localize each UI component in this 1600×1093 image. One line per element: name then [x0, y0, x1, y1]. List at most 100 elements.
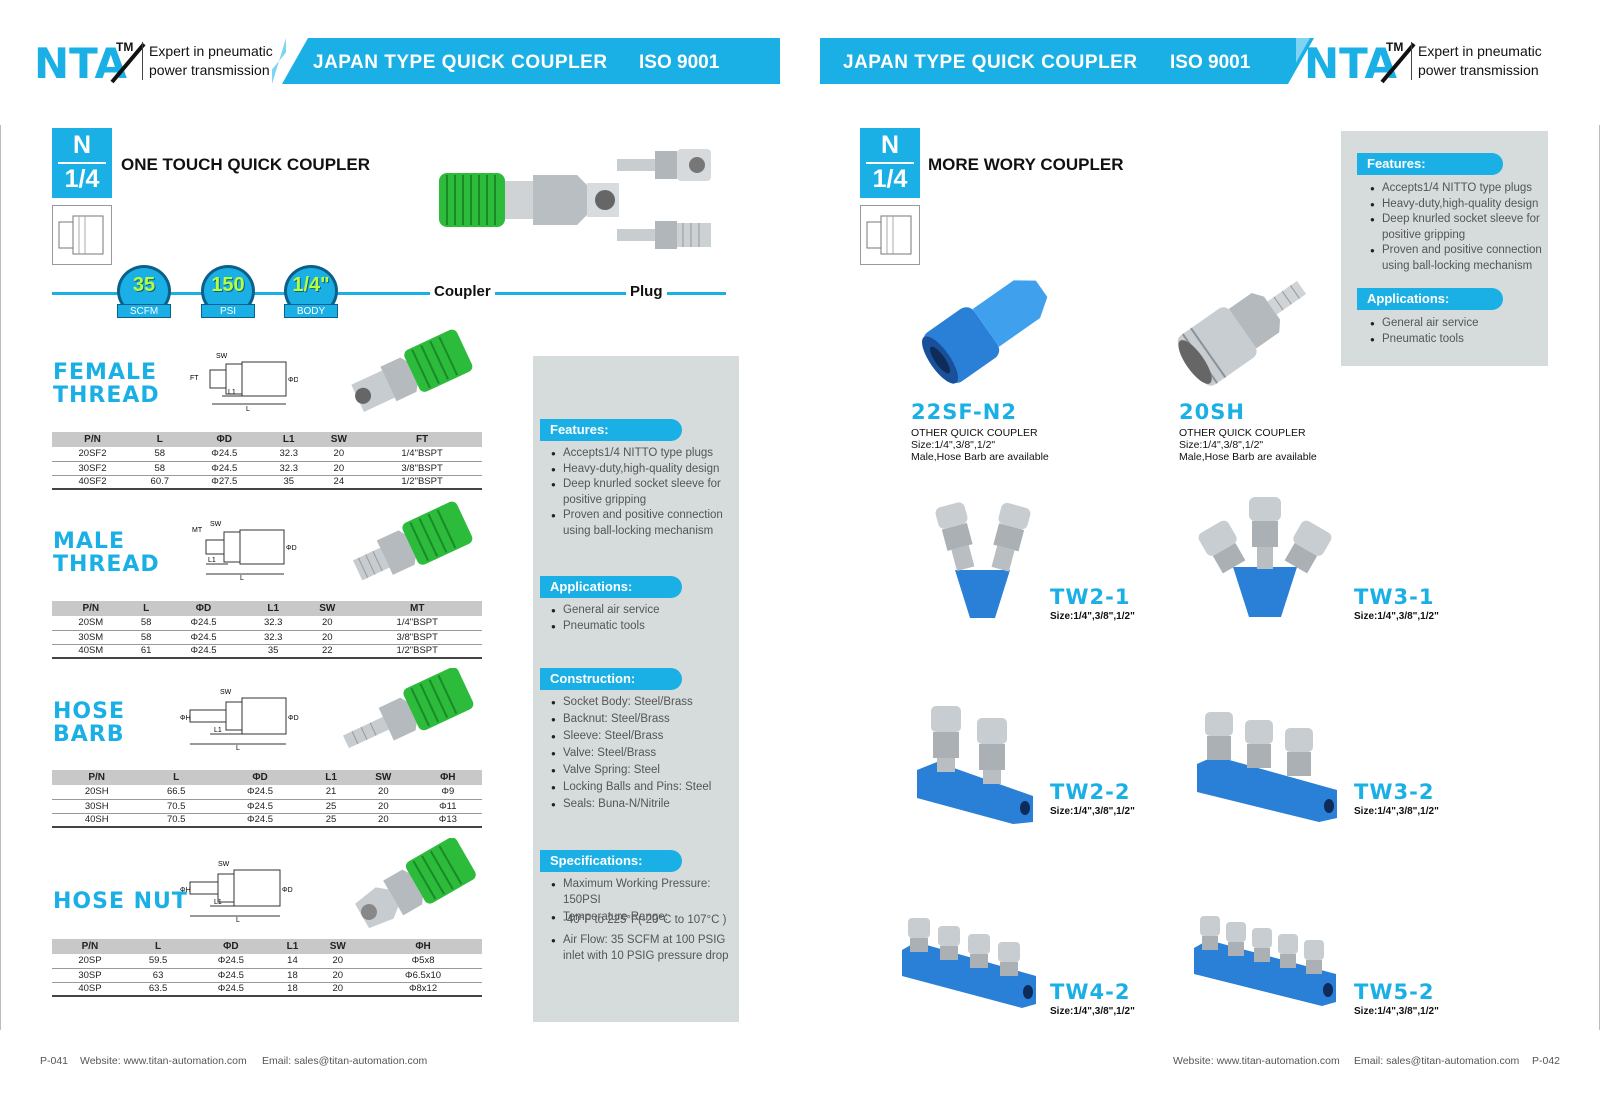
size-badge: N 1/4	[860, 128, 920, 198]
list-item: Pneumatic tools	[551, 619, 736, 635]
column-header: MT	[352, 601, 482, 616]
product-size-tw3-2: Size:1/4",3/8",1/2"	[1354, 806, 1439, 817]
manifold-tw2-1-image	[935, 502, 1031, 618]
cell: 40SF2	[52, 475, 134, 490]
column-header: L	[141, 770, 211, 785]
dim-label: SW	[218, 861, 230, 868]
column-header: ΦD	[186, 432, 262, 447]
cell: Φ6.5x10	[364, 968, 482, 983]
tagline: Expert in pneumatic power transmission	[1418, 42, 1542, 80]
cell: 20	[302, 616, 353, 631]
plug-image	[617, 149, 711, 181]
list-item: Valve: Steel/Brass	[551, 746, 736, 762]
dimension-drawing: SW ΦH ΦD L1 L	[180, 689, 299, 750]
applications-heading: Applications:	[540, 576, 682, 598]
list-item: Valve Spring: Steel	[551, 763, 736, 779]
cell: Φ24.5	[162, 630, 245, 645]
column-header: ΦD	[162, 601, 245, 616]
cell: 30SF2	[52, 461, 134, 476]
list-item: Deep knurled socket sleeve for positive …	[551, 477, 736, 508]
badge-size: 1/4	[866, 162, 914, 194]
construction-heading: Construction:	[540, 668, 682, 690]
cell: 20	[311, 968, 365, 983]
dim-label: L1	[208, 557, 216, 564]
cell: 22	[302, 644, 353, 659]
coupler-thumbnail	[52, 205, 112, 265]
footer-website[interactable]: Website: www.titan-automation.com	[1173, 1055, 1340, 1067]
column-header: P/N	[52, 601, 130, 616]
column-header: ΦD	[188, 939, 274, 954]
cell: 20SM	[52, 616, 130, 631]
tagline-line1: Expert in pneumatic	[149, 43, 273, 59]
header-band-left	[282, 38, 780, 84]
cell: 20SH	[52, 785, 142, 800]
column-header: ΦH	[364, 939, 482, 954]
cell: Φ24.5	[186, 447, 262, 462]
product-desc-line: OTHER QUICK COUPLER	[911, 427, 1038, 439]
logo-divider	[142, 42, 143, 80]
coupler-20sh-image	[1177, 280, 1307, 386]
cell: 59.5	[127, 954, 189, 969]
cell: 58	[129, 616, 163, 631]
header-band-right	[820, 38, 1314, 84]
cell: 40SM	[52, 644, 130, 659]
product-code-tw3-1: TW3-1	[1354, 585, 1435, 609]
product-desc-22sf-n2: OTHER QUICK COUPLER Size:1/4",3/8",1/2" …	[911, 427, 1049, 463]
list-item: General air service	[1370, 316, 1545, 332]
dim-label: SW	[220, 689, 232, 696]
list-item: Proven and positive connection using bal…	[551, 508, 736, 539]
cell: 20SF2	[52, 447, 134, 462]
manifold-tw3-1-image	[1198, 497, 1332, 617]
rail-label-plug: Plug	[626, 283, 667, 300]
cell: 63	[127, 968, 189, 983]
list-item: Heavy-duty,high-quality design	[551, 462, 736, 478]
column-header: L1	[273, 939, 312, 954]
footer-email[interactable]: Email: sales@titan-automation.com	[1354, 1055, 1520, 1067]
column-header: ΦH	[413, 770, 482, 785]
variant-title-hose-nut: HOSE NUT	[53, 890, 188, 913]
dim-label: FT	[190, 375, 199, 382]
cell: 3/8"BSPT	[362, 461, 482, 476]
product-desc-line: Male,Hose Barb are available	[911, 451, 1049, 463]
cell: 25	[309, 813, 354, 828]
dim-label: ΦD	[288, 715, 299, 722]
logo-text: NTA	[34, 40, 128, 84]
cell: 1/4"BSPT	[362, 447, 482, 462]
list-item: Accepts1/4 NITTO type plugs	[551, 446, 736, 462]
dim-label: L1	[228, 389, 236, 396]
list-item: Deep knurled socket sleeve for positive …	[1370, 212, 1545, 243]
cell: 30SP	[52, 968, 128, 983]
column-header: L1	[262, 432, 316, 447]
column-header: SW	[311, 939, 365, 954]
cell: 35	[244, 644, 303, 659]
cell: 32.3	[262, 461, 316, 476]
coupler-22sf-n2-image	[922, 280, 1048, 384]
list-item: Pneumatic tools	[1370, 332, 1545, 348]
chip-airflow: 35 SCFM	[117, 265, 171, 318]
product-size-tw3-1: Size:1/4",3/8",1/2"	[1354, 611, 1439, 622]
manifold-tw3-2-image	[1197, 712, 1337, 822]
variant-title-male-thread: MALE THREAD	[53, 530, 160, 576]
variant-title-line: MALE	[53, 529, 125, 554]
features-list: Accepts1/4 NITTO type plugs Heavy-duty,h…	[551, 446, 736, 539]
logo-tm: TM	[1386, 40, 1404, 54]
product-desc-line: Male,Hose Barb are available	[1179, 451, 1317, 463]
features-heading: Features:	[1357, 153, 1503, 175]
cell: 20	[353, 785, 414, 800]
footer-website[interactable]: Website: www.titan-automation.com	[80, 1055, 247, 1067]
cell: 1/2"BSPT	[362, 475, 482, 490]
cell: 20SP	[52, 954, 128, 969]
footer-email[interactable]: Email: sales@titan-automation.com	[262, 1055, 428, 1067]
cell: Φ24.5	[211, 785, 310, 800]
dim-label: ΦH	[180, 887, 191, 894]
dim-label: SW	[210, 521, 222, 528]
